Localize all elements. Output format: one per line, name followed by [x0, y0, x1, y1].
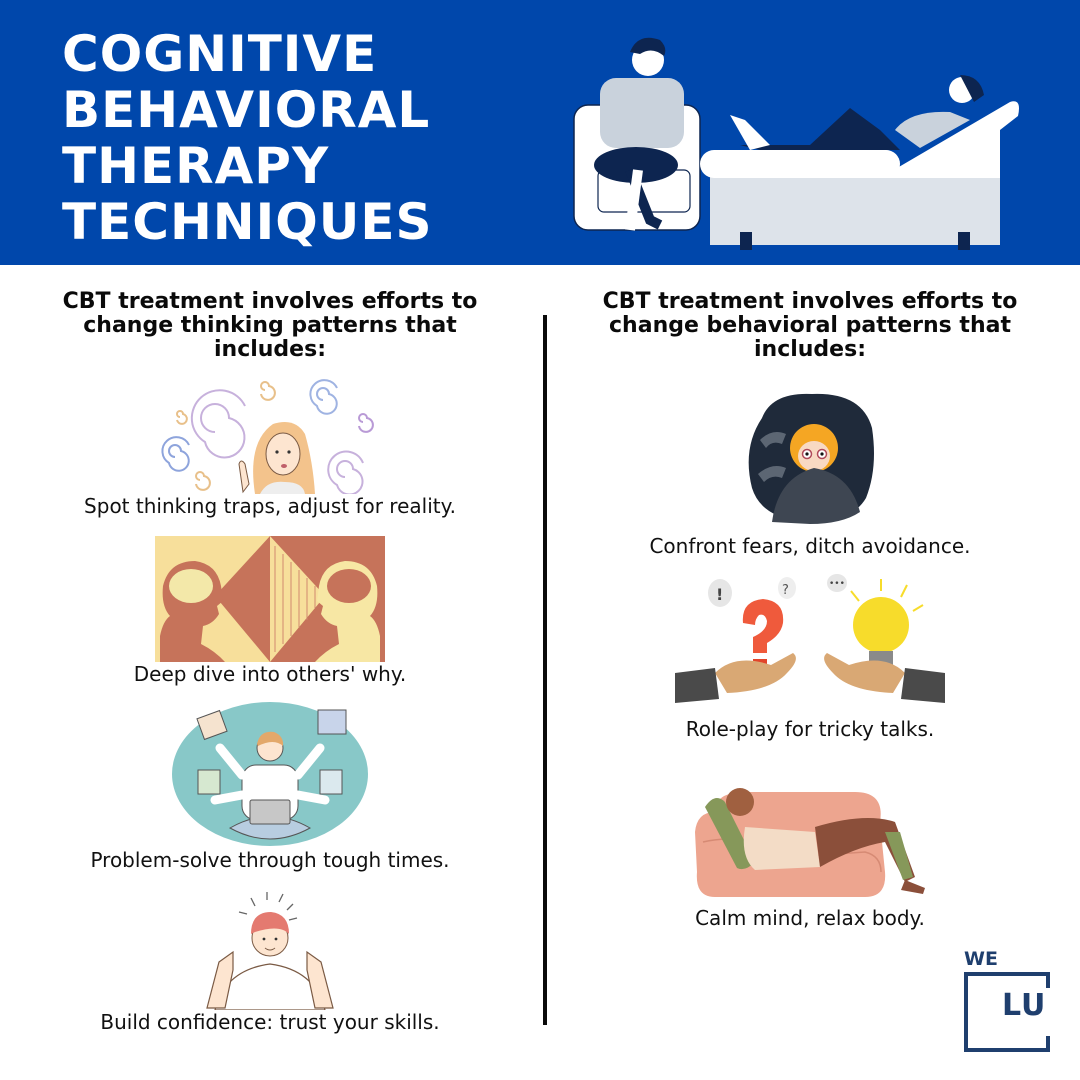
therapy-session-illustration	[573, 37, 1019, 250]
title-line-2: BEHAVIORAL	[62, 81, 431, 139]
title-line-4: TECHNIQUES	[62, 193, 433, 251]
item-caption: Role-play for tricky talks.	[685, 717, 935, 741]
page-title: COGNITIVE BEHAVIORAL THERAPY TECHNIQUES	[62, 26, 433, 250]
item-caption: Build confidence: trust your skills.	[100, 1010, 440, 1034]
thinking-patterns-heading: CBT treatment involves efforts to change…	[62, 289, 478, 362]
title-line-3: THERAPY	[62, 137, 330, 195]
confident-person-thumbs-icon	[206, 892, 334, 1010]
list-item: Calm mind, relax body.	[540, 772, 1080, 930]
hands-question-lightbulb-icon: ! ? •••	[675, 574, 945, 703]
list-item: ! ? ••• Role-play for tricky talks.	[540, 573, 1080, 741]
person-relaxing-sofa-icon	[695, 788, 925, 897]
thinking-patterns-column: CBT treatment involves efforts to change…	[0, 290, 540, 362]
list-item: Deep dive into others' why.	[0, 536, 540, 686]
behavioral-patterns-column: CBT treatment involves efforts to change…	[540, 290, 1080, 362]
title-line-1: COGNITIVE	[62, 25, 378, 83]
logo-box	[964, 972, 1050, 1052]
list-item: Problem-solve through tough times.	[0, 700, 540, 872]
item-caption: Deep dive into others' why.	[133, 662, 407, 686]
logo-top-text: WE	[964, 948, 998, 970]
we-level-up-logo: WE LU	[962, 948, 1052, 1058]
confused-woman-spirals-icon	[161, 379, 374, 494]
logo-box-text: LU	[1002, 988, 1047, 1023]
list-item: Build confidence: trust your skills.	[0, 890, 540, 1034]
list-item: Confront fears, ditch avoidance.	[540, 388, 1080, 558]
column-divider	[543, 315, 547, 1025]
item-caption: Spot thinking traps, adjust for reality.	[84, 494, 456, 518]
svg-text:•••: •••	[829, 579, 845, 589]
header-banner: COGNITIVE BEHAVIORAL THERAPY TECHNIQUES	[0, 0, 1080, 265]
scared-child-shadow-hands-icon	[748, 393, 874, 524]
multitasking-puzzle-person-icon	[172, 702, 368, 846]
list-item: Spot thinking traps, adjust for reality.	[0, 372, 540, 518]
behavioral-patterns-heading: CBT treatment involves efforts to change…	[602, 289, 1018, 362]
item-caption: Confront fears, ditch avoidance.	[649, 534, 971, 558]
item-caption: Calm mind, relax body.	[695, 906, 925, 930]
svg-text:!: !	[716, 585, 723, 604]
two-heads-brains-icon	[155, 536, 385, 662]
item-caption: Problem-solve through tough times.	[90, 848, 450, 872]
svg-text:?: ?	[782, 583, 789, 598]
